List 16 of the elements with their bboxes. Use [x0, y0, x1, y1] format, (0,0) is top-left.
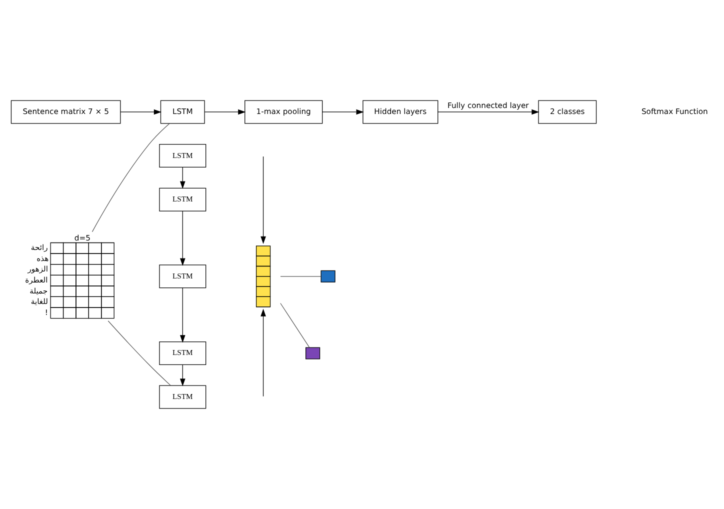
arrow: [260, 308, 266, 397]
connector: [280, 302, 310, 348]
arrow: [180, 288, 186, 343]
arrow: [180, 210, 186, 266]
connector: [108, 320, 171, 386]
arrow: [180, 167, 186, 189]
arrow: [204, 109, 246, 115]
arrow: [438, 109, 540, 115]
arrow: [322, 109, 364, 115]
node-box: [306, 347, 320, 360]
connector: [280, 276, 322, 277]
node-box: [320, 270, 336, 282]
connector: [92, 123, 170, 232]
arrow: [260, 156, 266, 244]
arrow: [120, 109, 162, 115]
arrow: [180, 364, 186, 386]
